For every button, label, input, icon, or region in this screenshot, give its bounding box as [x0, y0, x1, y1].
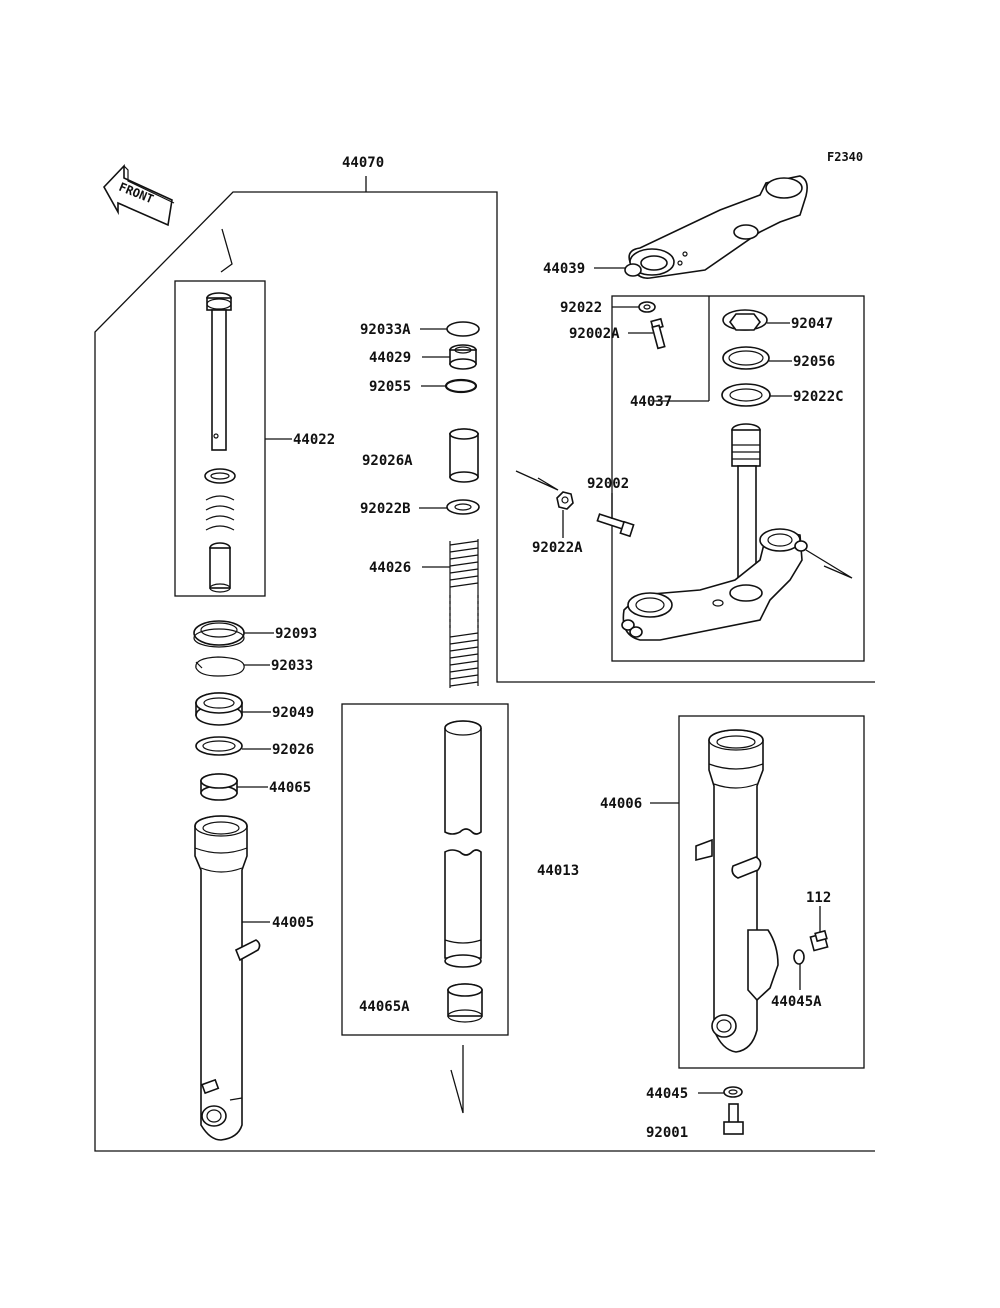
upper-bracket-44039: [624, 175, 808, 279]
washer-92022: [638, 301, 656, 313]
arrow-line-right: [805, 549, 853, 579]
outer-tube-44006: [695, 729, 779, 1053]
assembly-outline-44070: [94, 176, 875, 1152]
label-92022A: 92022A: [532, 540, 583, 556]
box-44037: [611, 295, 865, 662]
box-44006: [678, 715, 865, 1069]
collar-92026A: [449, 428, 479, 483]
label-92093: 92093: [275, 626, 317, 642]
label-92026A: 92026A: [362, 453, 413, 469]
label-44037: 44037: [630, 394, 672, 410]
washer-92022B: [446, 499, 480, 515]
steering-stem-44037: [621, 423, 808, 641]
label-92049: 92049: [272, 705, 314, 721]
label-44065A: 44065A: [359, 999, 410, 1015]
arrow-line-44022: [220, 228, 233, 273]
label-44005: 44005: [272, 915, 314, 931]
label-92047: 92047: [791, 316, 833, 332]
seal-92056: [722, 346, 770, 370]
bolt-92001: [723, 1103, 744, 1135]
arrow-line-upper-left: [515, 470, 559, 491]
label-92033A: 92033A: [360, 322, 411, 338]
front-arrow-icon: FRONT: [103, 164, 175, 227]
oil-seal-92049: [195, 692, 243, 726]
label-92002: 92002: [587, 476, 629, 492]
label-92022: 92022: [560, 300, 602, 316]
bleed-screw-112: [809, 929, 829, 952]
damper-rod-44022: [204, 292, 236, 593]
label-44006: 44006: [600, 796, 642, 812]
circlip-92033A: [446, 321, 480, 337]
bolt-92002A: [650, 317, 666, 350]
label-44029: 44029: [369, 350, 411, 366]
cap-44029: [449, 344, 477, 370]
outer-tube-44005: [194, 815, 261, 1141]
dust-seal-92093: [193, 620, 245, 648]
washer-92022C: [721, 383, 771, 407]
label-92002A: 92002A: [569, 326, 620, 342]
nut-92047: [722, 309, 768, 331]
washer-92026: [195, 736, 243, 756]
label-92026: 92026: [272, 742, 314, 758]
label-92056: 92056: [793, 354, 835, 370]
gasket-44045A: [793, 949, 805, 965]
nut-92022A: [556, 491, 574, 510]
gasket-44045: [723, 1086, 743, 1098]
bushing-44065: [200, 773, 238, 801]
label-92055: 92055: [369, 379, 411, 395]
stopper-ring-92033: [195, 656, 245, 677]
label-44045A: 44045A: [771, 994, 822, 1010]
label-92001: 92001: [646, 1125, 688, 1141]
spring-44026: [449, 539, 479, 688]
o-ring-92055: [444, 378, 478, 394]
label-44065: 44065: [269, 780, 311, 796]
label-92033: 92033: [271, 658, 313, 674]
label-44039: 44039: [543, 261, 585, 277]
figure-code: F2340: [827, 150, 863, 164]
arrow-line-44013: [450, 1045, 464, 1114]
label-44026: 44026: [369, 560, 411, 576]
inner-tube-44013: [444, 720, 483, 1023]
label-44045: 44045: [646, 1086, 688, 1102]
label-44022: 44022: [293, 432, 335, 448]
box-44013: [341, 703, 509, 1036]
label-92022C: 92022C: [793, 389, 844, 405]
bolt-92002: [596, 513, 635, 538]
label-112: 112: [806, 890, 831, 906]
label-92022B: 92022B: [360, 501, 411, 517]
label-44070: 44070: [342, 155, 384, 171]
label-44013: 44013: [537, 863, 579, 879]
